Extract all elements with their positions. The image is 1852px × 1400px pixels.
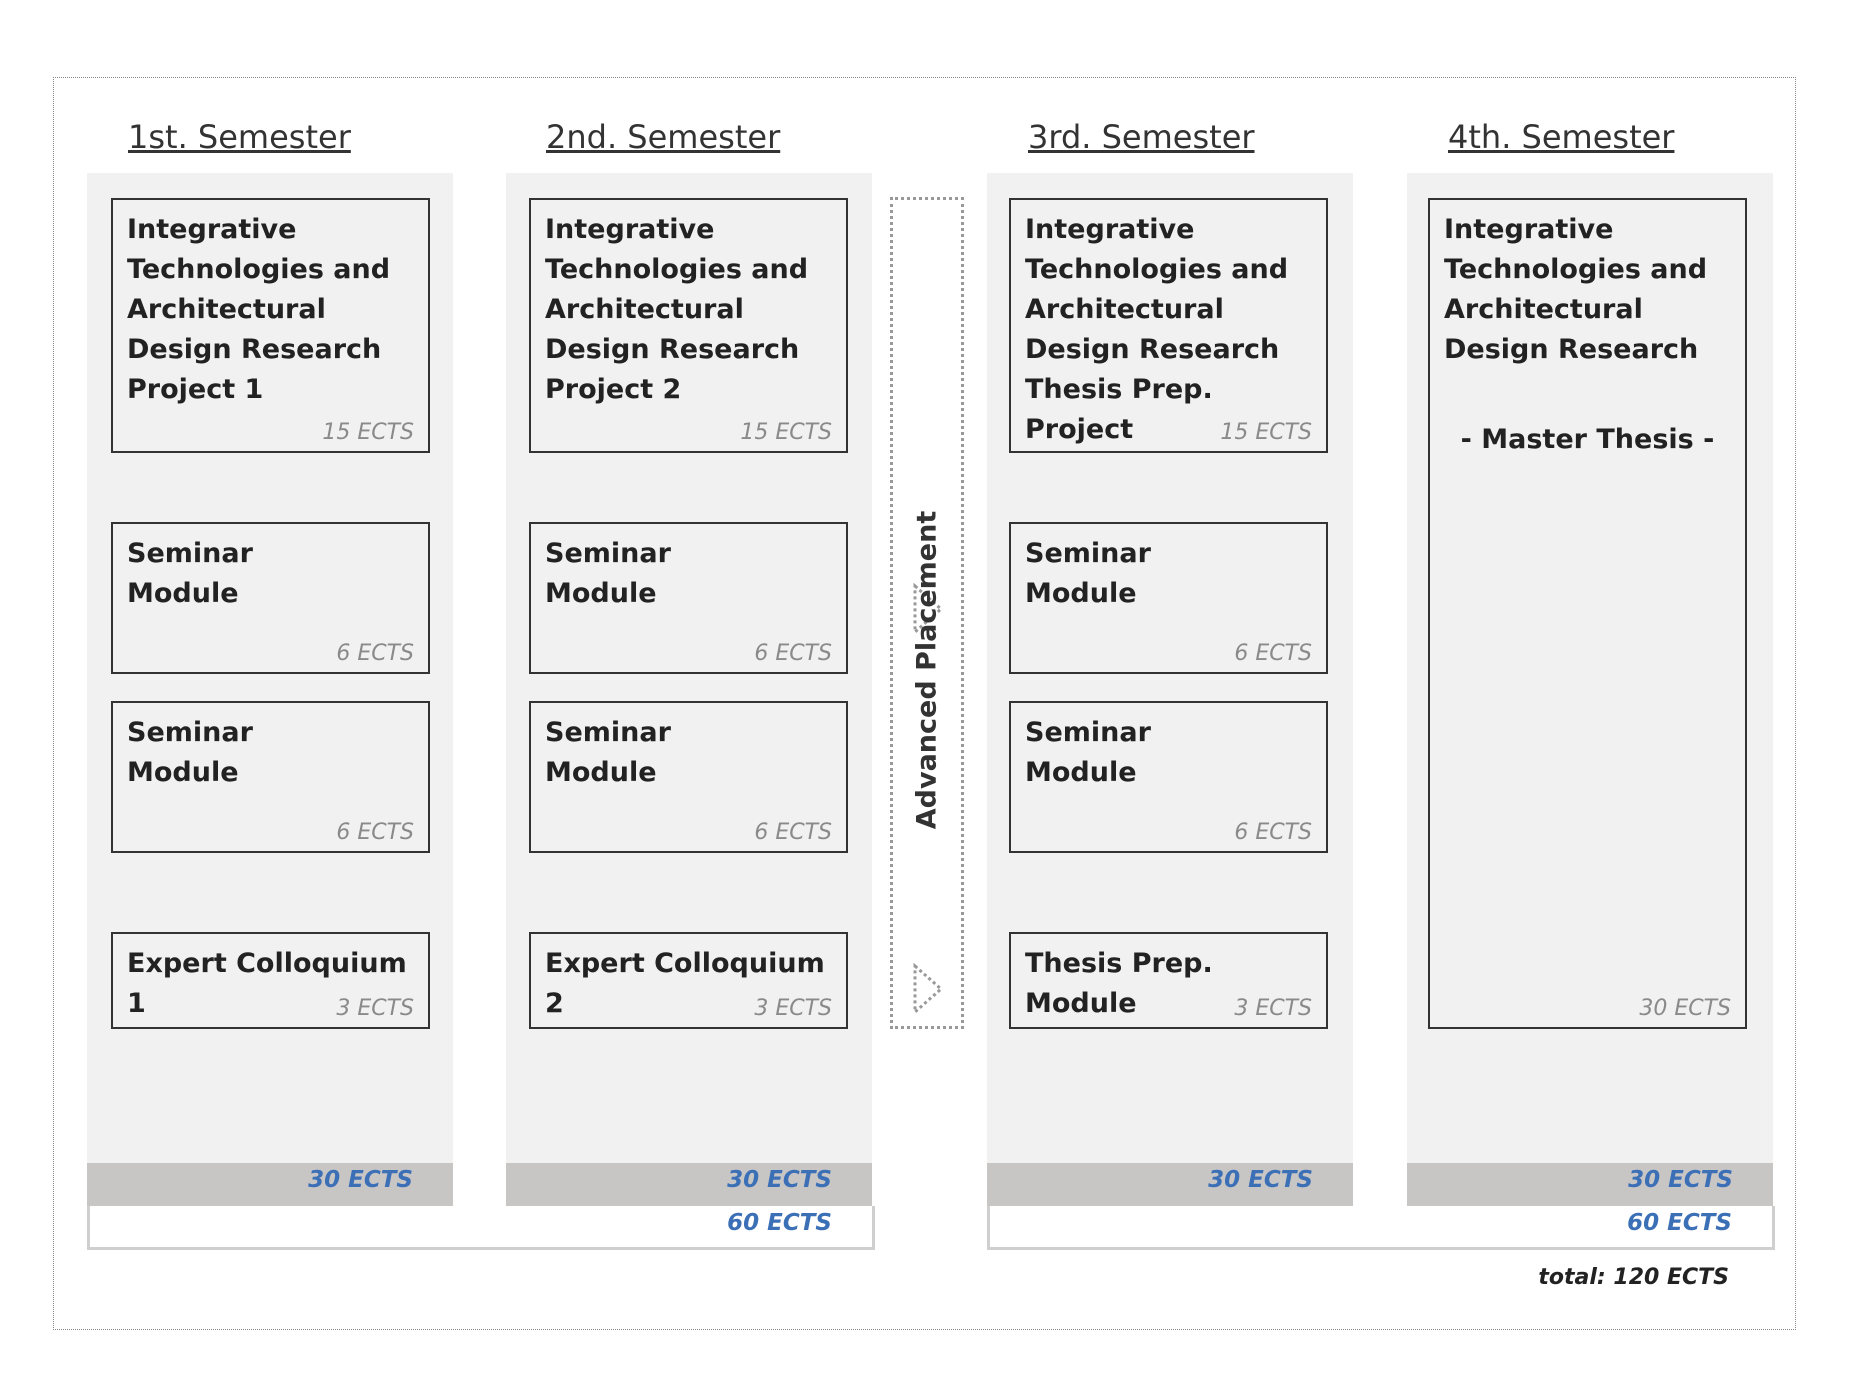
module-label: Seminar Module	[127, 717, 253, 788]
module-label: Integrative Technologies and Architectur…	[127, 214, 391, 405]
advanced-placement-label: Advanced Placement	[911, 510, 943, 830]
module-seminar: Seminar Module 6 ECTS	[1009, 701, 1328, 853]
semester-4-total: 30 ECTS	[1628, 1167, 1733, 1193]
module-ects: 30 ECTS	[1639, 996, 1731, 1021]
module-research-project-1: Integrative Technologies and Architectur…	[111, 198, 430, 453]
module-research-project-2: Integrative Technologies and Architectur…	[529, 198, 848, 453]
module-label: Seminar Module	[545, 538, 671, 609]
module-seminar: Seminar Module 6 ECTS	[111, 701, 430, 853]
module-ects: 15 ECTS	[322, 420, 414, 445]
module-label: Integrative Technologies and Architectur…	[1025, 214, 1289, 445]
module-ects: 3 ECTS	[1234, 996, 1312, 1021]
module-ects: 6 ECTS	[754, 641, 832, 666]
semester-2-title: 2nd. Semester	[546, 118, 781, 156]
module-label: Seminar Module	[127, 538, 253, 609]
module-ects: 3 ECTS	[754, 996, 832, 1021]
semester-1-total: 30 ECTS	[308, 1167, 413, 1193]
module-label: Seminar Module	[1025, 717, 1151, 788]
semester-2-total-bar: 30 ECTS	[506, 1163, 872, 1206]
module-label: Expert Colloquium 1	[127, 948, 407, 1019]
semester-3-total-bar: 30 ECTS	[987, 1163, 1353, 1206]
module-seminar: Seminar Module 6 ECTS	[1009, 522, 1328, 674]
triangle-arrow-icon	[913, 963, 944, 1015]
module-label: Seminar Module	[545, 717, 671, 788]
module-master-thesis: Integrative Technologies and Architectur…	[1428, 198, 1747, 1029]
module-ects: 3 ECTS	[336, 996, 414, 1021]
semester-3-title: 3rd. Semester	[1028, 118, 1255, 156]
grand-total: total: 120 ECTS	[1538, 1265, 1729, 1290]
semester-1-total-bar: 30 ECTS	[87, 1163, 453, 1206]
triangle-arrow-icon	[913, 583, 944, 635]
module-ects: 15 ECTS	[740, 420, 832, 445]
module-label: Seminar Module	[1025, 538, 1151, 609]
year-1-total: 60 ECTS	[727, 1210, 832, 1236]
module-label: Integrative Technologies and Architectur…	[545, 214, 809, 405]
year-2-total: 60 ECTS	[1627, 1210, 1732, 1236]
module-seminar: Seminar Module 6 ECTS	[529, 701, 848, 853]
semester-4-total-bar: 30 ECTS	[1407, 1163, 1773, 1206]
module-label: Expert Colloquium 2	[545, 948, 825, 1019]
module-label: Thesis Prep. Module	[1025, 948, 1213, 1019]
module-seminar: Seminar Module 6 ECTS	[529, 522, 848, 674]
year-2-bracket: 60 ECTS	[987, 1206, 1775, 1250]
module-expert-colloquium-1: Expert Colloquium 1 3 ECTS	[111, 932, 430, 1029]
module-ects: 6 ECTS	[754, 820, 832, 845]
semester-2-total: 30 ECTS	[727, 1167, 832, 1193]
module-thesis-prep-project: Integrative Technologies and Architectur…	[1009, 198, 1328, 453]
module-expert-colloquium-2: Expert Colloquium 2 3 ECTS	[529, 932, 848, 1029]
module-seminar: Seminar Module 6 ECTS	[111, 522, 430, 674]
semester-3-total: 30 ECTS	[1208, 1167, 1313, 1193]
semester-4-title: 4th. Semester	[1448, 118, 1675, 156]
module-ects: 6 ECTS	[336, 820, 414, 845]
module-thesis-prep: Thesis Prep. Module 3 ECTS	[1009, 932, 1328, 1029]
advanced-placement-bar: Advanced Placement	[890, 197, 964, 1029]
semester-1-title: 1st. Semester	[128, 118, 351, 156]
module-ects: 6 ECTS	[1234, 820, 1312, 845]
year-1-bracket: 60 ECTS	[87, 1206, 875, 1250]
diagram-frame	[53, 77, 1796, 1330]
master-thesis-label: - Master Thesis -	[1460, 424, 1715, 455]
module-ects: 6 ECTS	[336, 641, 414, 666]
module-label: Integrative Technologies and Architectur…	[1444, 214, 1708, 365]
module-ects: 6 ECTS	[1234, 641, 1312, 666]
module-ects: 15 ECTS	[1220, 420, 1312, 445]
